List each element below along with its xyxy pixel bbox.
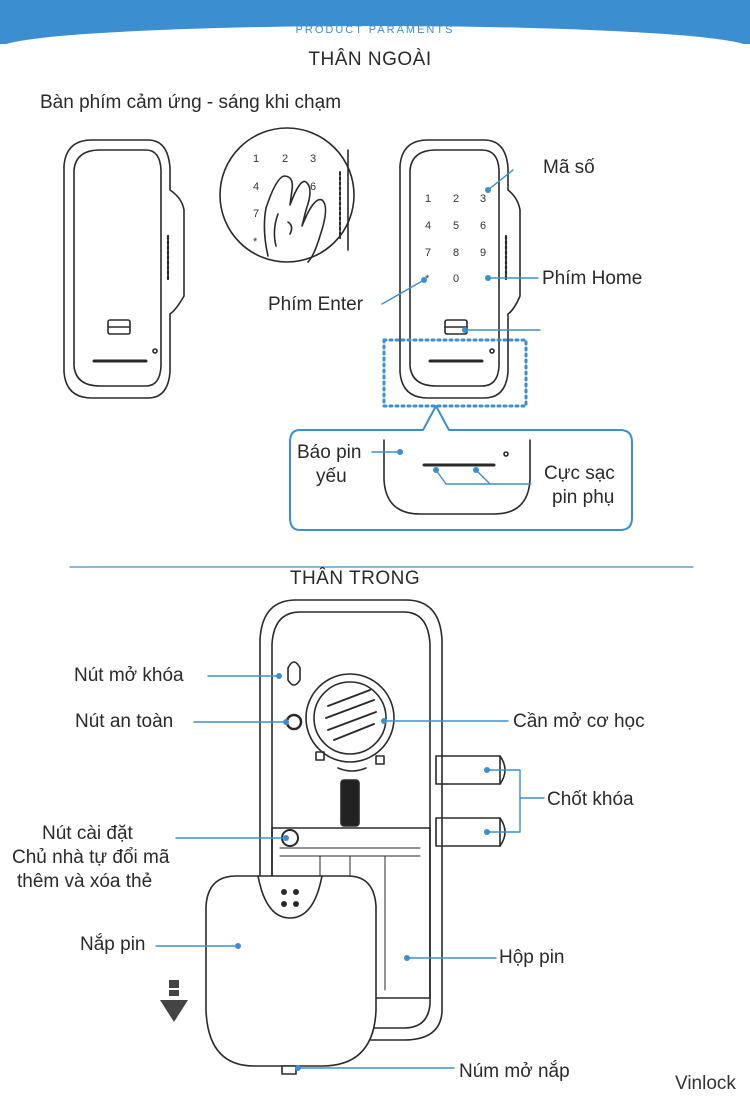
label-home-key: Phím Home — [542, 268, 643, 289]
label-battery-box: Hộp pin — [499, 947, 565, 968]
label-cover-knob: Núm mở nắp — [459, 1061, 570, 1082]
inner-section-title: THÂN TRONG — [289, 568, 421, 589]
key-2: 2 — [453, 193, 460, 205]
outer-lock-front-2 — [399, 139, 521, 399]
label-enter-key: Phím Enter — [268, 294, 364, 315]
key-1: 1 — [425, 193, 432, 205]
highlight-box — [382, 338, 528, 408]
label-aux-charge-1: Cực sạc — [544, 463, 615, 484]
label-low-battery-2: yếu — [316, 466, 347, 487]
label-low-battery-1: Báo pin — [297, 442, 362, 463]
svg-text:4: 4 — [253, 181, 259, 193]
label-code: Mã số — [543, 157, 595, 178]
keypad: 1 2 3 4 5 6 7 8 9 * 0 — [420, 193, 492, 285]
label-bolts: Chốt khóa — [547, 789, 634, 810]
keypad-caption: Bàn phím cảm ứng - sáng khi chạm — [40, 92, 342, 113]
key-6: 6 — [480, 220, 487, 232]
svg-text:1: 1 — [253, 153, 259, 165]
svg-text:7: 7 — [253, 208, 259, 220]
key-9: 9 — [480, 247, 487, 259]
header-arch — [0, 26, 750, 48]
key-8: 8 — [453, 247, 460, 259]
battery-cover — [205, 875, 377, 1075]
header-title: PRODUCT PARAMENTS — [295, 24, 455, 36]
key-7: 7 — [425, 247, 432, 259]
label-mechanical-lever: Cần mở cơ học — [513, 711, 645, 732]
label-battery-cover: Nắp pin — [80, 934, 146, 955]
svg-text:*: * — [253, 236, 258, 248]
brand-label: Vinlock — [675, 1073, 736, 1094]
label-setup-3: thêm và xóa thẻ — [17, 871, 153, 892]
label-unlock-button: Nút mở khóa — [74, 665, 184, 686]
svg-text:2: 2 — [282, 153, 288, 165]
key-5: 5 — [453, 220, 460, 232]
svg-text:3: 3 — [310, 153, 316, 165]
key-0: 0 — [453, 273, 460, 285]
svg-text:6: 6 — [310, 181, 316, 193]
label-safety-button: Nút an toàn — [75, 711, 174, 732]
key-3: 3 — [480, 193, 487, 205]
callout-bubble — [289, 405, 633, 531]
key-4: 4 — [425, 220, 432, 232]
outer-section-title: THÂN NGOÀI — [308, 49, 432, 70]
outer-lock-front-1 — [63, 139, 185, 399]
key-star: * — [425, 273, 430, 285]
inner-lock-body — [259, 599, 506, 1041]
down-arrow-icon — [160, 980, 188, 1022]
keypad-touch-illustration: 1 2 3 4 6 7 * — [219, 127, 355, 263]
label-aux-charge-2: pin phụ — [552, 487, 615, 508]
label-setup-1: Nút cài đặt — [42, 823, 133, 844]
label-setup-2: Chủ nhà tự đổi mã — [12, 847, 170, 868]
